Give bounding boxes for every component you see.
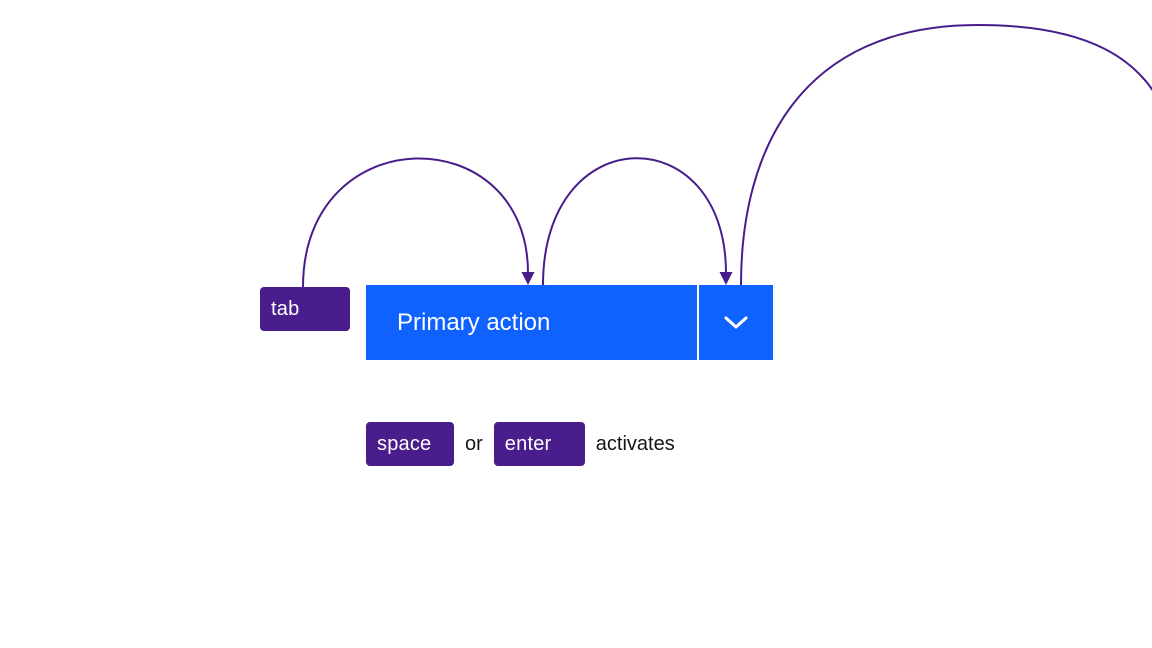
space-key-badge: space [366,422,454,466]
arc-primary-action-to-chevron [542,157,727,286]
caption-row: space or enter activates [366,422,675,466]
arrowhead-primary-action [521,272,535,285]
primary-action-button[interactable]: Primary action [366,285,697,360]
arrowhead-chevron [719,272,733,285]
space-key-label: space [377,432,432,455]
chevron-down-icon [724,316,748,328]
primary-action-split-button: Primary action [366,285,773,360]
tab-key-label: tab [271,297,300,320]
arc-tab-to-primary-action [302,157,529,288]
tab-key-badge: tab [260,287,350,331]
enter-key-badge: enter [493,422,585,466]
arc-chevron-to-offscreen [740,23,1152,286]
button-divider [697,285,699,360]
caption-activates-text: activates [595,432,675,455]
enter-key-label: enter [504,432,552,455]
caption-or-text: or [465,432,483,455]
dropdown-chevron-button[interactable] [699,285,773,360]
primary-action-label: Primary action [397,308,551,336]
